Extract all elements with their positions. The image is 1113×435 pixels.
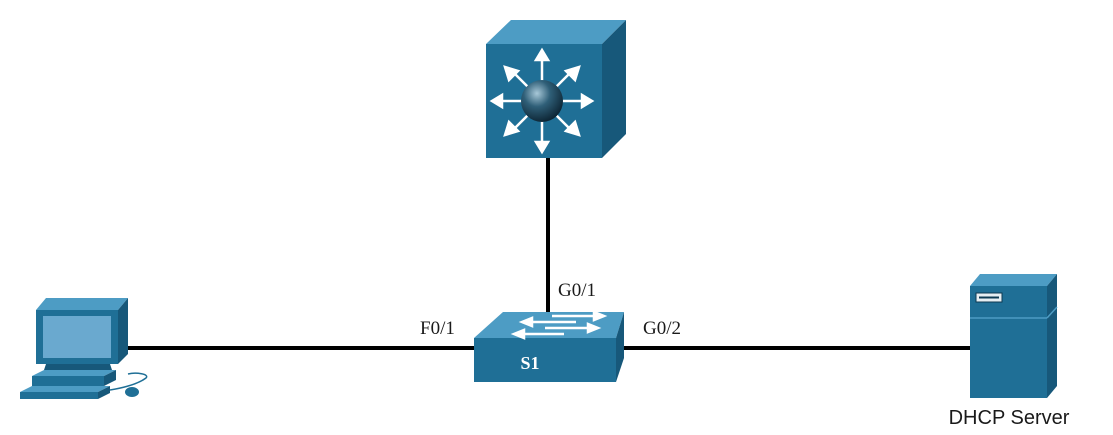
port-label-f0-1: F0/1 xyxy=(420,318,455,339)
port-label-g0-1: G0/1 xyxy=(558,280,596,301)
multilayer-switch-icon[interactable] xyxy=(486,20,626,158)
switch-name-label: S1 xyxy=(520,353,539,373)
server-name-label: DHCP Server xyxy=(949,407,1070,429)
port-label-g0-2: G0/2 xyxy=(643,318,681,339)
pc-icon[interactable] xyxy=(20,298,148,399)
server-icon[interactable] xyxy=(970,274,1058,398)
workgroup-switch-icon[interactable]: S1 xyxy=(474,310,624,382)
